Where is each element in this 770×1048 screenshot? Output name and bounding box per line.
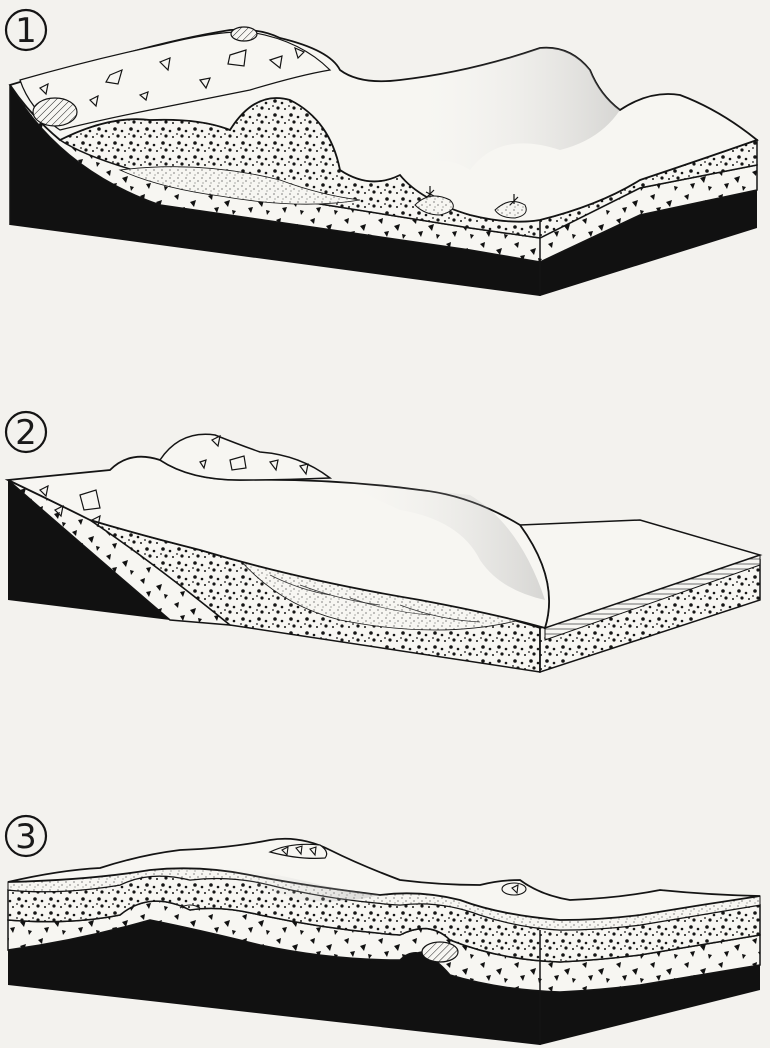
panel-3-number: 3 <box>15 817 37 857</box>
panel-1: 1 <box>6 10 757 296</box>
panel-1-number: 1 <box>15 11 37 51</box>
panel-3-number-badge: 3 <box>6 816 46 857</box>
panel-1-kame-lens <box>33 98 77 126</box>
panel-1-number-badge: 1 <box>6 10 46 51</box>
panel-2-number-badge: 2 <box>6 412 46 453</box>
panel-1-rock-outcrop <box>231 27 257 41</box>
panel-3-buried-lens <box>422 942 458 962</box>
panel-3: 3 <box>6 816 760 1045</box>
panel-2-number: 2 <box>15 413 37 453</box>
panel-2: 2 <box>6 412 760 672</box>
